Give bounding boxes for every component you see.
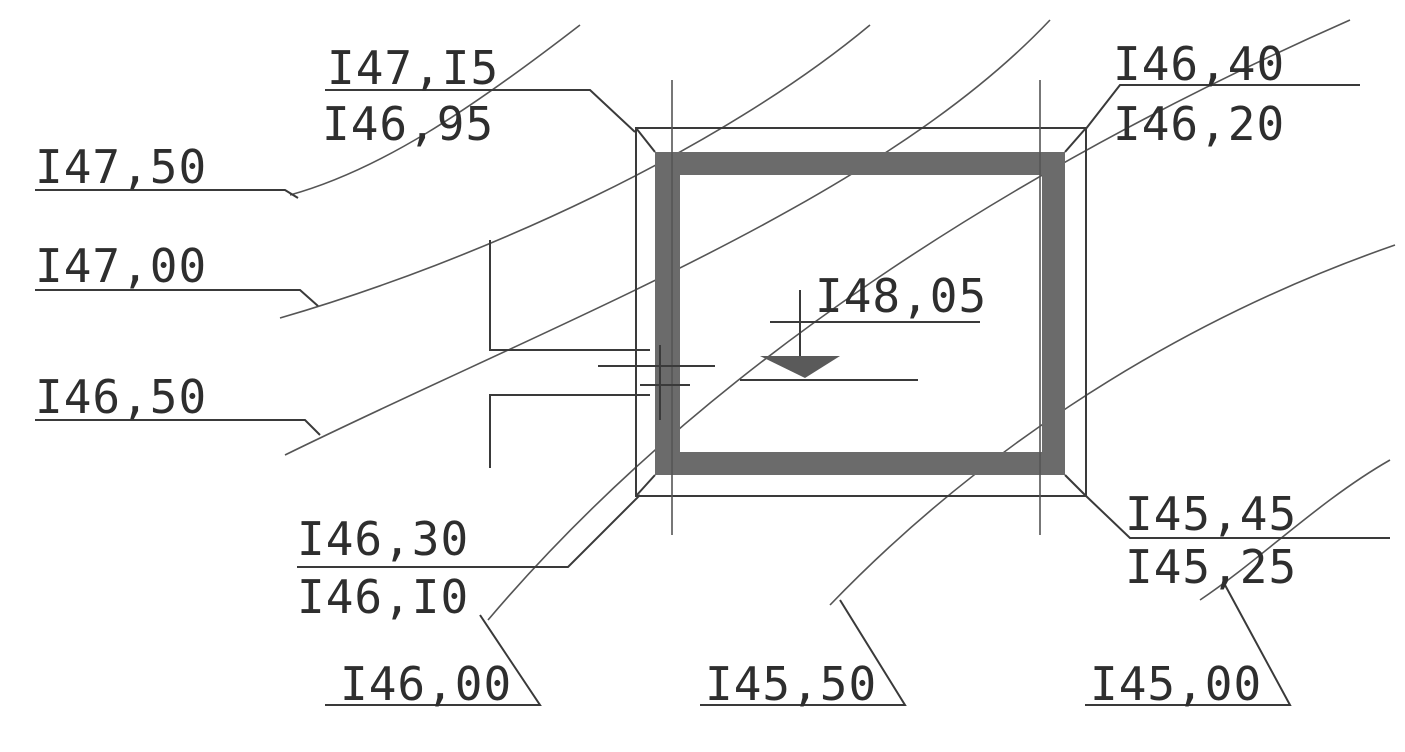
building-plan xyxy=(635,80,1087,535)
label-bottom-left-upper: I46,30 xyxy=(297,512,469,566)
label-bottom-right-upper: I45,45 xyxy=(1125,487,1297,541)
label-contour-bottom-3: I45,00 xyxy=(1090,657,1262,711)
label-top-left-upper: I47,I5 xyxy=(327,41,499,95)
contour-line-3 xyxy=(284,19,1051,456)
label-top-right-upper: I46,40 xyxy=(1113,37,1285,91)
entrance xyxy=(489,240,715,468)
label-contour-3: I46,50 xyxy=(35,370,207,424)
label-contour-bottom-1: I46,00 xyxy=(340,657,512,711)
label-contour-2: I47,00 xyxy=(35,239,207,293)
contour-line-2 xyxy=(279,24,871,319)
leader-lines xyxy=(35,84,1390,706)
elevation-labels: I47,I5 I46,95 I46,40 I46,20 I47,50 I47,0… xyxy=(35,37,1297,711)
label-bottom-right-lower: I45,25 xyxy=(1125,540,1297,594)
level-arrow-icon xyxy=(760,356,840,378)
contour-lines xyxy=(279,19,1396,621)
contour-line-1 xyxy=(289,24,581,196)
label-contour-bottom-2: I45,50 xyxy=(705,657,877,711)
contour-line-4 xyxy=(487,19,1351,621)
label-top-right-lower: I46,20 xyxy=(1113,97,1285,151)
contour-line-5 xyxy=(829,244,1396,606)
label-bottom-left-lower: I46,I0 xyxy=(297,570,469,624)
building-outline xyxy=(635,127,1087,497)
label-center: I48,05 xyxy=(815,269,987,323)
label-contour-1: I47,50 xyxy=(35,140,207,194)
contour-line-6 xyxy=(1199,459,1391,601)
label-top-left-lower: I46,95 xyxy=(322,97,494,151)
level-marker xyxy=(740,290,918,381)
